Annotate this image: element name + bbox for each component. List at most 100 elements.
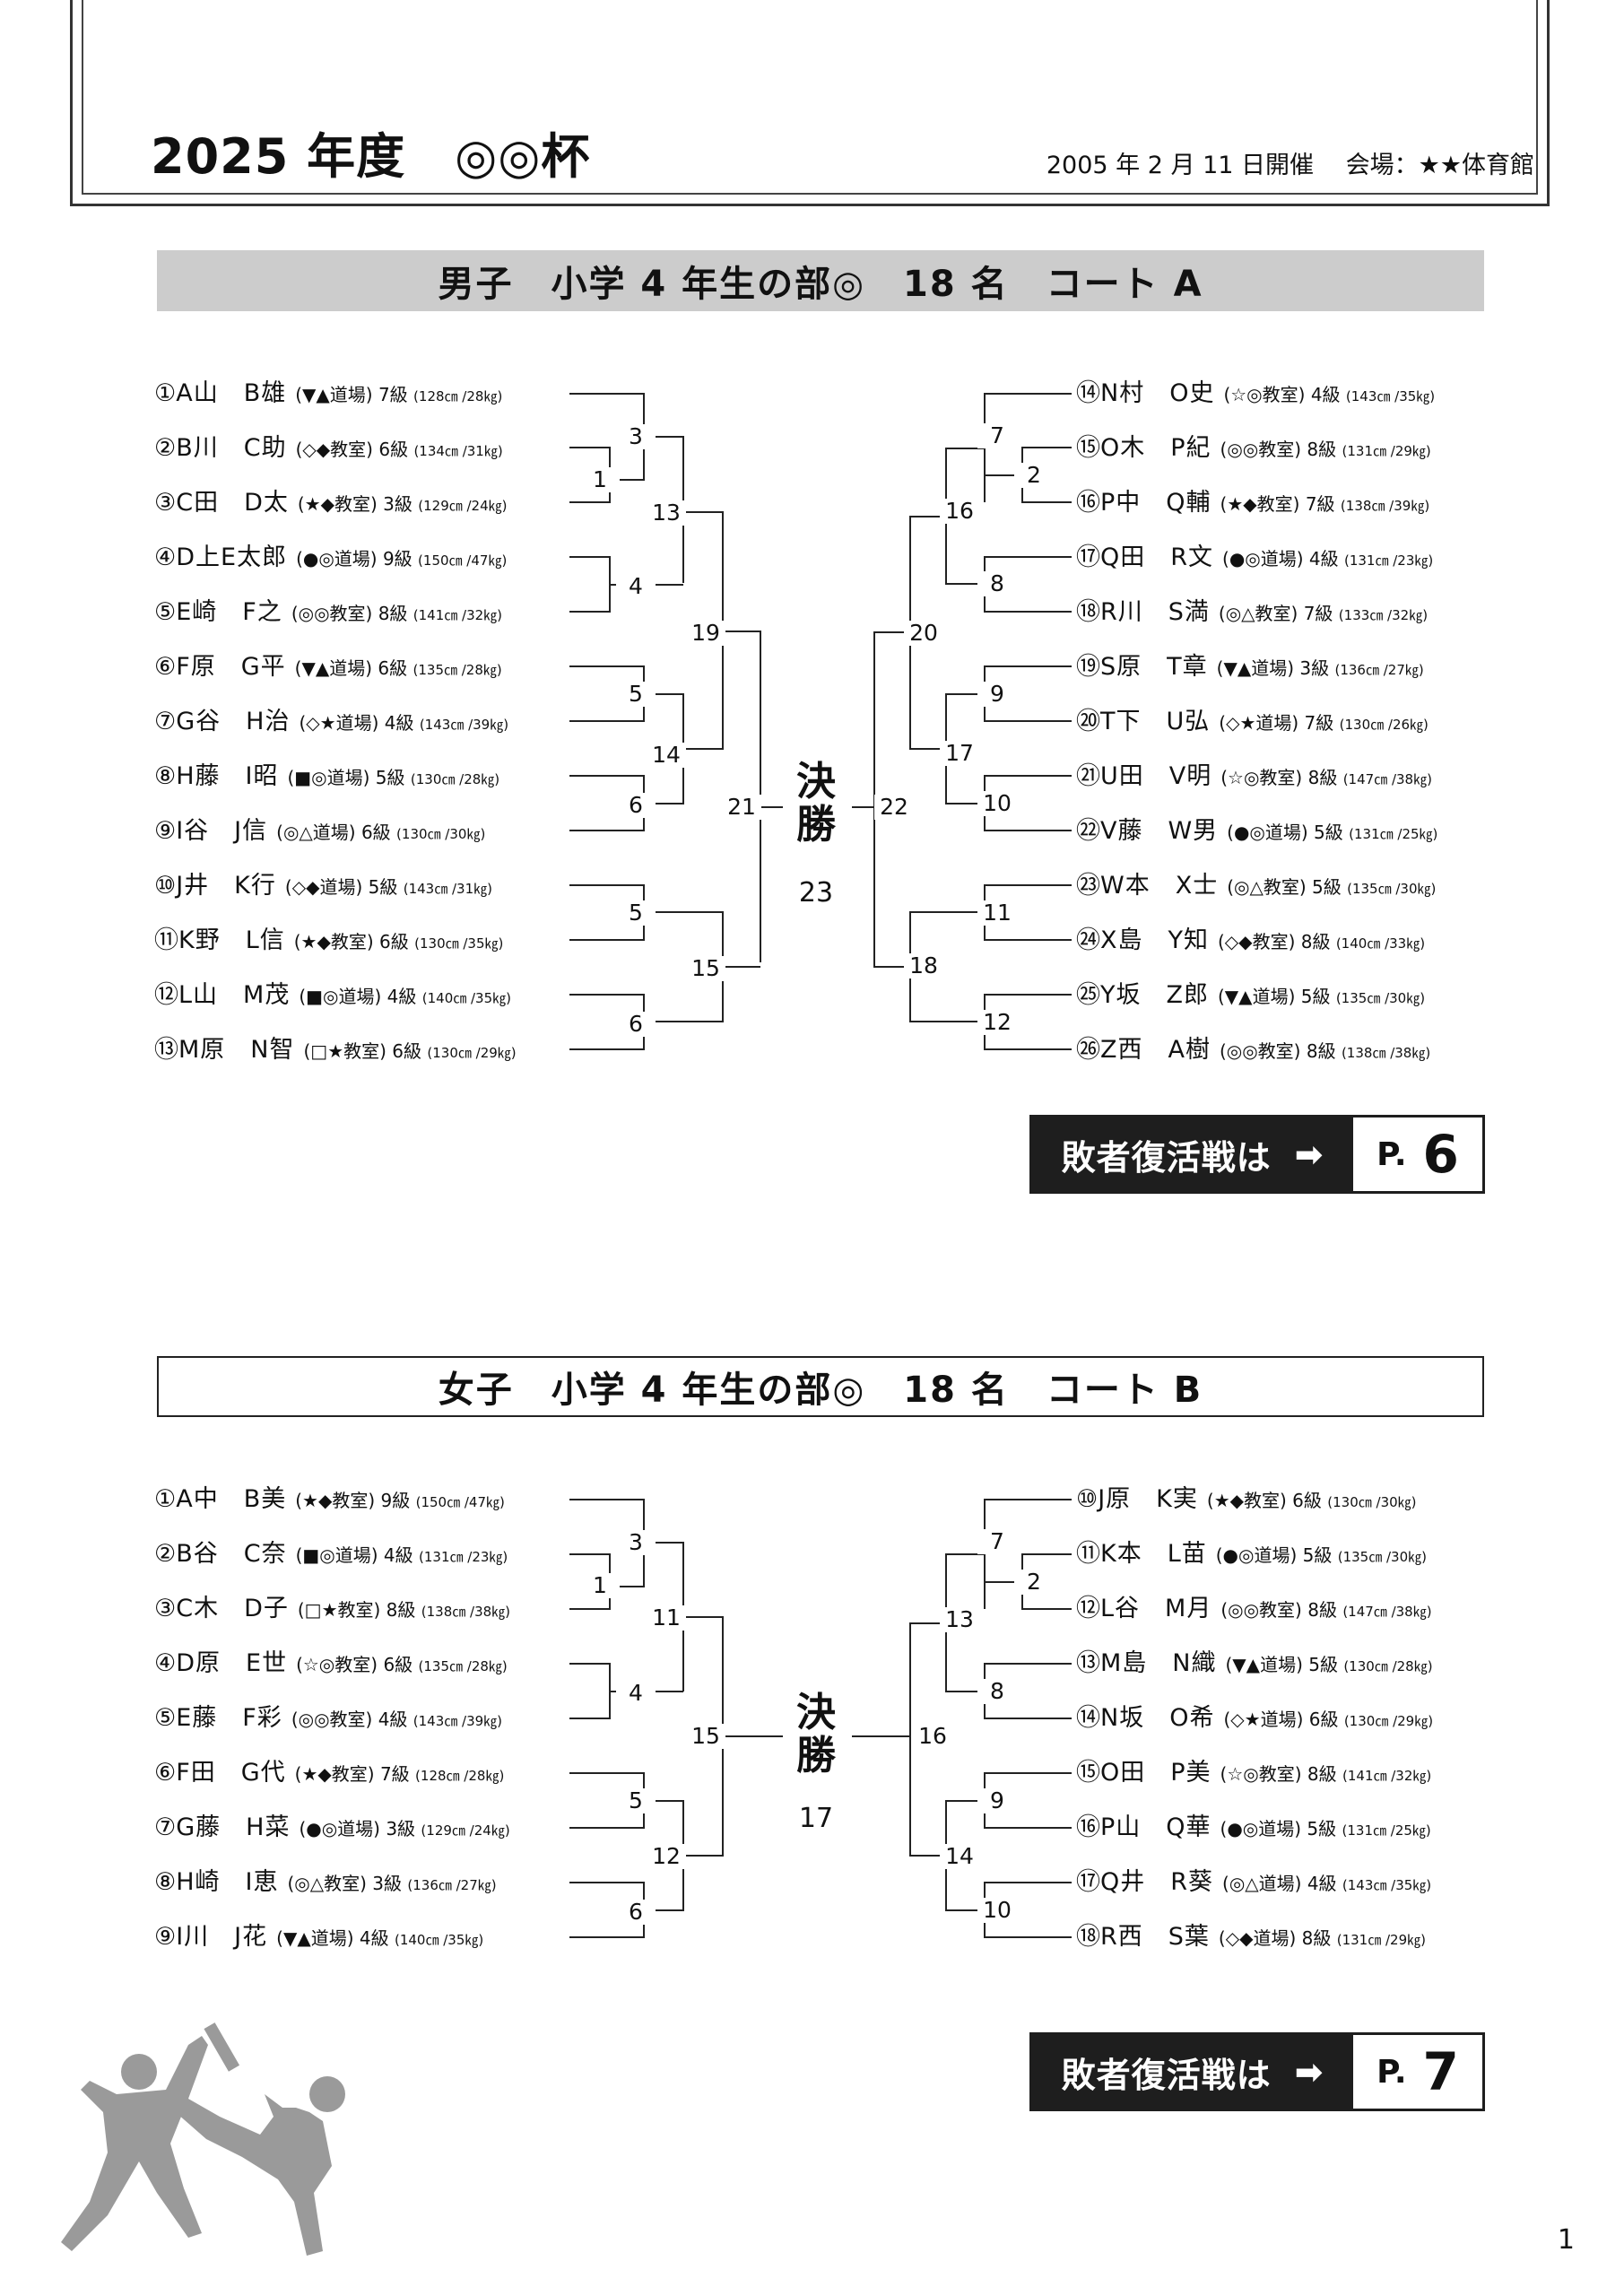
date-venue: 2005 年 2 月 11 日開催 会場：★★体育館 bbox=[1046, 152, 1534, 179]
boys-banner: 男子 小学 4 年生の部◎ 18 名 コート A bbox=[157, 250, 1484, 311]
boys-match-number: 15 bbox=[686, 956, 725, 981]
girls-match-number: 5 bbox=[616, 1788, 656, 1813]
page-prefix: P. bbox=[1376, 1135, 1407, 1173]
boys-final-label: 決勝 bbox=[796, 759, 836, 848]
girls-match-number: 7 bbox=[977, 1529, 1017, 1554]
boys-match-number: 7 bbox=[977, 423, 1017, 448]
repechage-label-panel: 敗者復活戦は ➡ bbox=[1032, 1118, 1353, 1191]
girls-right-player-13: ⑬M島 N織(▼▲道場) 5級 (130㎝ /28㎏) bbox=[1076, 1649, 1433, 1677]
girls-match-number: 16 bbox=[913, 1724, 952, 1749]
repechage-label: 敗者復活戦は bbox=[1061, 1137, 1272, 1178]
boys-right-player-19: ⑲S原 T章(▼▲道場) 3級 (136㎝ /27㎏) bbox=[1076, 653, 1424, 681]
boys-match-number: 16 bbox=[940, 499, 979, 524]
boys-left-player-12: ⑫L山 M茂(■◎道場) 4級 (140㎝ /35㎏) bbox=[154, 981, 511, 1009]
boys-right-player-17: ⑰Q田 R文(●◎道場) 4級 (131㎝ /23㎏) bbox=[1076, 544, 1434, 571]
boys-match-number: 4 bbox=[616, 574, 656, 599]
girls-right-player-12: ⑫L谷 M月(◎◎教室) 8級 (147㎝ /38㎏) bbox=[1076, 1595, 1432, 1622]
girls-left-player-8: ⑧H崎 I恵(◎△教室) 3級 (136㎝ /27㎏) bbox=[154, 1868, 497, 1896]
boys-right-player-16: ⑯P中 Q輔(★◆教室) 7級 (138㎝ /39㎏) bbox=[1076, 489, 1430, 517]
girls-right-player-17: ⑰Q井 R葵(◎△道場) 4級 (143㎝ /35㎏) bbox=[1076, 1868, 1432, 1896]
boys-right-player-15: ⑮O木 P紀(◎◎教室) 8級 (131㎝ /29㎏) bbox=[1076, 434, 1431, 462]
boys-match-number: 11 bbox=[977, 900, 1017, 926]
boys-right-player-14: ⑭N村 O史(☆◎教室) 4級 (143㎝ /35㎏) bbox=[1076, 379, 1436, 407]
boys-repechage-box: 敗者復活戦は ➡ P. 6 bbox=[1029, 1115, 1485, 1194]
girls-left-player-4: ④D原 E世(☆◎教室) 6級 (135㎝ /28㎏) bbox=[154, 1649, 508, 1677]
boys-match-number: 2 bbox=[1014, 463, 1054, 488]
boys-match-number: 8 bbox=[977, 571, 1017, 596]
girls-right-player-18: ⑱R西 S葉(◇◆道場) 8級 (131㎝ /29㎏) bbox=[1076, 1923, 1426, 1951]
boys-left-player-2: ②B川 C助(◇◆教室) 6級 (134㎝ /31㎏) bbox=[154, 434, 503, 462]
girls-left-player-9: ⑨I川 J花(▼▲道場) 4級 (140㎝ /35㎏) bbox=[154, 1923, 484, 1951]
boys-right-player-26: ㉖Z西 A樹(◎◎教室) 8級 (138㎝ /38㎏) bbox=[1076, 1036, 1431, 1064]
boys-left-player-10: ⑩J井 K行(◇◆道場) 5級 (143㎝ /31㎏) bbox=[154, 872, 492, 900]
document-title: 2025 年度 ◎◎杯 bbox=[151, 128, 591, 185]
repechage-label-panel: 敗者復活戦は ➡ bbox=[1032, 2035, 1353, 2109]
boys-left-player-5: ⑤E崎 F之(◎◎教室) 8級 (141㎝ /32㎏) bbox=[154, 598, 503, 626]
girls-match-number: 15 bbox=[686, 1724, 725, 1749]
boys-left-player-4: ④D上E太郎(●◎道場) 9級 (150㎝ /47㎏) bbox=[154, 544, 508, 571]
arrow-right-icon: ➡ bbox=[1294, 1135, 1324, 1174]
boys-left-player-6: ⑥F原 G平(▼▲道場) 6級 (135㎝ /28㎏) bbox=[154, 653, 502, 681]
boys-match-number: 1 bbox=[580, 467, 620, 492]
girls-match-number: 1 bbox=[580, 1573, 620, 1598]
girls-right-player-15: ⑮O田 P美(☆◎教室) 8級 (141㎝ /32㎏) bbox=[1076, 1759, 1432, 1787]
girls-match-number: 13 bbox=[940, 1607, 979, 1632]
boys-match-number: 18 bbox=[904, 953, 943, 978]
boys-right-player-25: ㉕Y坂 Z郎(▼▲道場) 5級 (135㎝ /30㎏) bbox=[1076, 981, 1426, 1009]
boys-final-number: 23 bbox=[798, 877, 834, 909]
boys-match-number: 10 bbox=[977, 791, 1017, 816]
girls-right-player-14: ⑭N坂 O希(◇★道場) 6級 (130㎝ /29㎏) bbox=[1076, 1704, 1434, 1732]
girls-final-label: 決勝 bbox=[796, 1690, 836, 1779]
boys-left-player-9: ⑨I谷 J信(◎△道場) 6級 (130㎝ /30㎏) bbox=[154, 817, 486, 845]
girls-left-player-7: ⑦G藤 H菜(●◎道場) 3級 (129㎝ /24㎏) bbox=[154, 1813, 510, 1841]
girls-right-player-11: ⑪K本 L苗(●◎道場) 5級 (135㎝ /30㎏) bbox=[1076, 1540, 1427, 1568]
boys-match-number: 3 bbox=[616, 424, 656, 449]
boys-left-player-13: ⑬M原 N智(□★教室) 6級 (130㎝ /29㎏) bbox=[154, 1036, 517, 1064]
boys-match-number: 6 bbox=[616, 1012, 656, 1037]
boys-left-player-7: ⑦G谷 H治(◇★道場) 4級 (143㎝ /39㎏) bbox=[154, 708, 509, 735]
girls-match-number: 10 bbox=[977, 1898, 1017, 1923]
girls-match-number: 11 bbox=[647, 1605, 686, 1631]
girls-left-player-3: ③C木 D子(□★教室) 8級 (138㎝ /38㎏) bbox=[154, 1595, 511, 1622]
girls-match-number: 12 bbox=[647, 1844, 686, 1869]
repechage-page-number: 7 bbox=[1422, 2041, 1459, 2102]
repechage-page-panel: P. 6 bbox=[1353, 1118, 1482, 1191]
page-number: 1 bbox=[1557, 2224, 1575, 2256]
boys-right-player-22: ㉒V藤 W男(●◎道場) 5級 (131㎝ /25㎏) bbox=[1076, 817, 1438, 845]
boys-left-player-11: ⑪K野 L信(★◆教室) 6級 (130㎝ /35㎏) bbox=[154, 926, 504, 954]
repechage-page-panel: P. 7 bbox=[1353, 2035, 1482, 2109]
karate-silhouette-icon bbox=[61, 2022, 345, 2256]
boys-right-player-18: ⑱R川 S満(◎△教室) 7級 (133㎝ /32㎏) bbox=[1076, 598, 1429, 626]
boys-match-number: 21 bbox=[722, 795, 761, 820]
boys-left-player-1: ①A山 B雄(▼▲道場) 7級 (128㎝ /28㎏) bbox=[154, 379, 503, 407]
girls-right-player-16: ⑯P山 Q華(●◎道場) 5級 (131㎝ /25㎏) bbox=[1076, 1813, 1431, 1841]
boys-right-player-21: ㉑U田 V明(☆◎教室) 8級 (147㎝ /38㎏) bbox=[1076, 762, 1432, 790]
arrow-right-icon: ➡ bbox=[1294, 2052, 1324, 2092]
boys-match-number: 12 bbox=[977, 1010, 1017, 1035]
boys-match-number: 17 bbox=[940, 741, 979, 766]
boys-match-number: 14 bbox=[647, 743, 686, 768]
boys-left-player-3: ③C田 D太(★◆教室) 3級 (129㎝ /24㎏) bbox=[154, 489, 508, 517]
girls-match-number: 3 bbox=[616, 1530, 656, 1555]
boys-match-number: 9 bbox=[977, 682, 1017, 707]
boys-match-number: 13 bbox=[647, 500, 686, 526]
boys-match-number: 20 bbox=[904, 621, 943, 646]
boys-right-player-23: ㉓W本 X士(◎△教室) 5級 (135㎝ /30㎏) bbox=[1076, 872, 1437, 900]
boys-right-player-24: ㉔X島 Y知(◇◆教室) 8級 (140㎝ /33㎏) bbox=[1076, 926, 1426, 954]
page-prefix: P. bbox=[1376, 2053, 1407, 2091]
boys-match-number: 22 bbox=[874, 795, 914, 820]
girls-match-number: 9 bbox=[977, 1788, 1017, 1813]
girls-left-player-6: ⑥F田 G代(★◆教室) 7級 (128㎝ /28㎏) bbox=[154, 1759, 505, 1787]
girls-match-number: 14 bbox=[940, 1844, 979, 1869]
girls-right-player-10: ⑩J原 K実(★◆教室) 6級 (130㎝ /30㎏) bbox=[1076, 1485, 1417, 1513]
repechage-page-number: 6 bbox=[1422, 1124, 1459, 1185]
boys-match-number: 19 bbox=[686, 621, 725, 646]
boys-left-player-8: ⑧H藤 I昭(■◎道場) 5級 (130㎝ /28㎏) bbox=[154, 762, 500, 790]
girls-repechage-box: 敗者復活戦は ➡ P. 7 bbox=[1029, 2032, 1485, 2111]
boys-match-number: 6 bbox=[616, 793, 656, 818]
girls-left-player-1: ①A中 B美(★◆教室) 9級 (150㎝ /47㎏) bbox=[154, 1485, 505, 1513]
girls-match-number: 8 bbox=[977, 1679, 1017, 1704]
repechage-label: 敗者復活戦は bbox=[1061, 2055, 1272, 2095]
girls-match-number: 6 bbox=[616, 1900, 656, 1925]
girls-match-number: 4 bbox=[616, 1681, 656, 1706]
